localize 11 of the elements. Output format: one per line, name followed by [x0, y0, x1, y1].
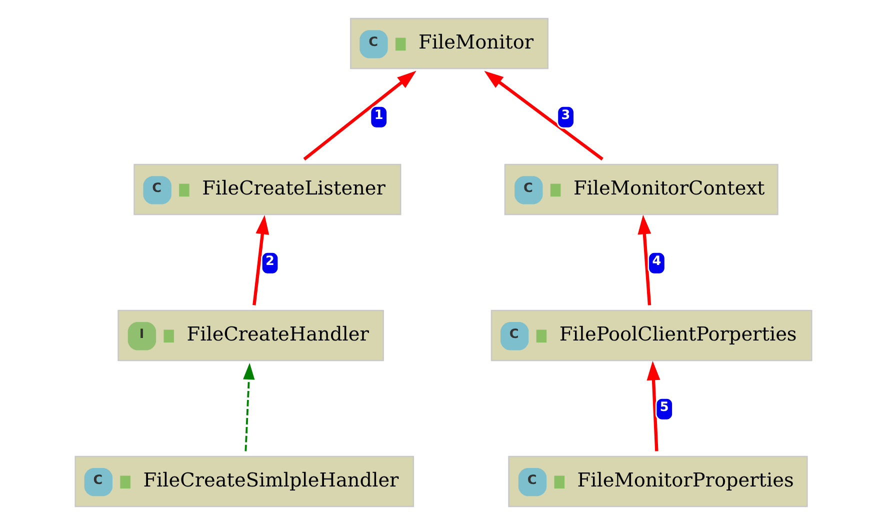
arrow	[242, 362, 254, 452]
edge-label: 1	[374, 108, 383, 124]
arrow	[252, 214, 269, 306]
arrow	[484, 70, 603, 160]
edge-label: 3	[560, 108, 570, 124]
arrow	[637, 214, 651, 306]
arrow	[646, 360, 660, 452]
edge-label: 4	[652, 254, 661, 270]
edge-label: 2	[265, 254, 274, 270]
edge-label: 5	[659, 400, 668, 416]
arrow	[302, 70, 416, 160]
